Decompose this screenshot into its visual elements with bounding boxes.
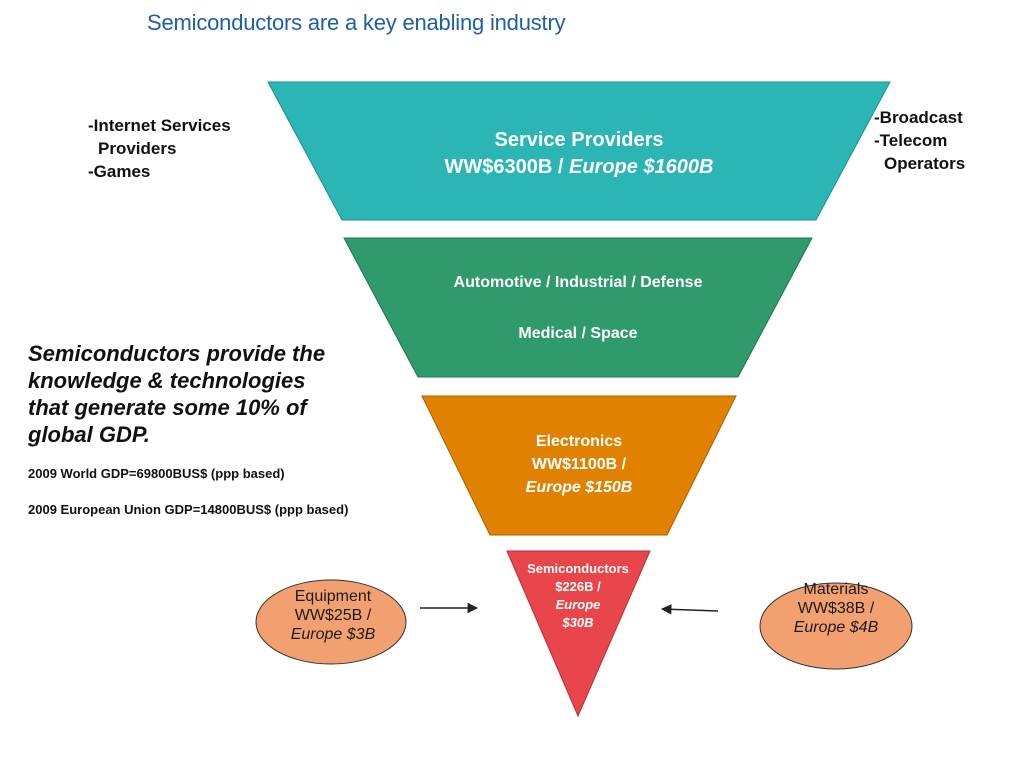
industrial-line1: Automotive / Industrial / Defense	[453, 274, 703, 291]
claim-line: knowledge & technologies	[28, 368, 306, 393]
left-list: -Internet Services Providers -Games	[88, 114, 231, 183]
claim-line: that generate some 10% of	[28, 395, 307, 420]
industrial-line2: Medical / Space	[518, 325, 638, 342]
equipment-value-ww: WW$25B /	[294, 607, 372, 624]
right-list-item: -Broadcast	[874, 108, 963, 127]
electronics-value-eu: Europe $150B	[525, 479, 633, 496]
semiconductors-value-eu: $30B	[562, 615, 594, 630]
semiconductors-tier	[506, 550, 651, 718]
materials-value-eu: Europe $4B	[793, 619, 879, 636]
materials-label: Materials WW$38B / Europe $4B	[766, 580, 906, 637]
claim-text: Semiconductors provide the knowledge & t…	[28, 340, 325, 448]
semiconductors-title: Semiconductors	[527, 561, 629, 576]
right-list-item: Operators	[884, 154, 966, 173]
materials-value-ww: WW$38B /	[797, 600, 875, 617]
electronics-tier	[421, 395, 737, 536]
service-providers-value-eu: Europe $1600B	[568, 156, 714, 178]
materials-arrow	[660, 604, 719, 615]
world-gdp-note: 2009 World GDP=69800BUS$ (ppp based)	[28, 466, 285, 481]
service-providers-label: Service Providers WW$6300B / Europe $160…	[379, 127, 779, 181]
right-list-item: -Telecom	[874, 131, 948, 150]
equipment-label: Equipment WW$25B / Europe $3B	[263, 587, 403, 644]
service-providers-title: Service Providers	[494, 129, 664, 151]
right-list: -Broadcast -Telecom Operators	[874, 106, 965, 175]
electronics-value-ww: WW$1100B /	[531, 456, 627, 473]
semiconductors-label: Semiconductors $226B / Europe $30B	[508, 560, 648, 632]
electronics-title: Electronics	[535, 433, 623, 450]
left-list-item: -Internet Services	[88, 116, 231, 135]
equipment-title: Equipment	[294, 588, 372, 605]
claim-line: Semiconductors provide the	[28, 341, 326, 366]
subtitle: Semiconductors are a key enabling indust…	[147, 10, 566, 35]
semiconductors-value-ww: $226B /	[555, 579, 601, 594]
equipment-oval	[255, 579, 407, 665]
semiconductors-value-eu-label: Europe	[555, 597, 601, 612]
equipment-value-eu: Europe $3B	[290, 626, 376, 643]
service-providers-value-ww: WW$6300B /	[444, 156, 569, 178]
left-list-item: Providers	[98, 139, 177, 158]
left-list-item: -Games	[88, 162, 151, 181]
materials-title: Materials	[803, 581, 869, 598]
claim-line: global GDP.	[28, 422, 150, 447]
eu-gdp-note: 2009 European Union GDP=14800BUS$ (ppp b…	[28, 502, 349, 517]
service-providers-tier	[267, 81, 891, 221]
electronics-label: Electronics WW$1100B / Europe $150B	[479, 430, 679, 499]
industrial-tier	[343, 237, 813, 378]
materials-oval	[759, 582, 913, 670]
service-providers-value: WW$6300B / Europe $1600B	[379, 154, 779, 181]
